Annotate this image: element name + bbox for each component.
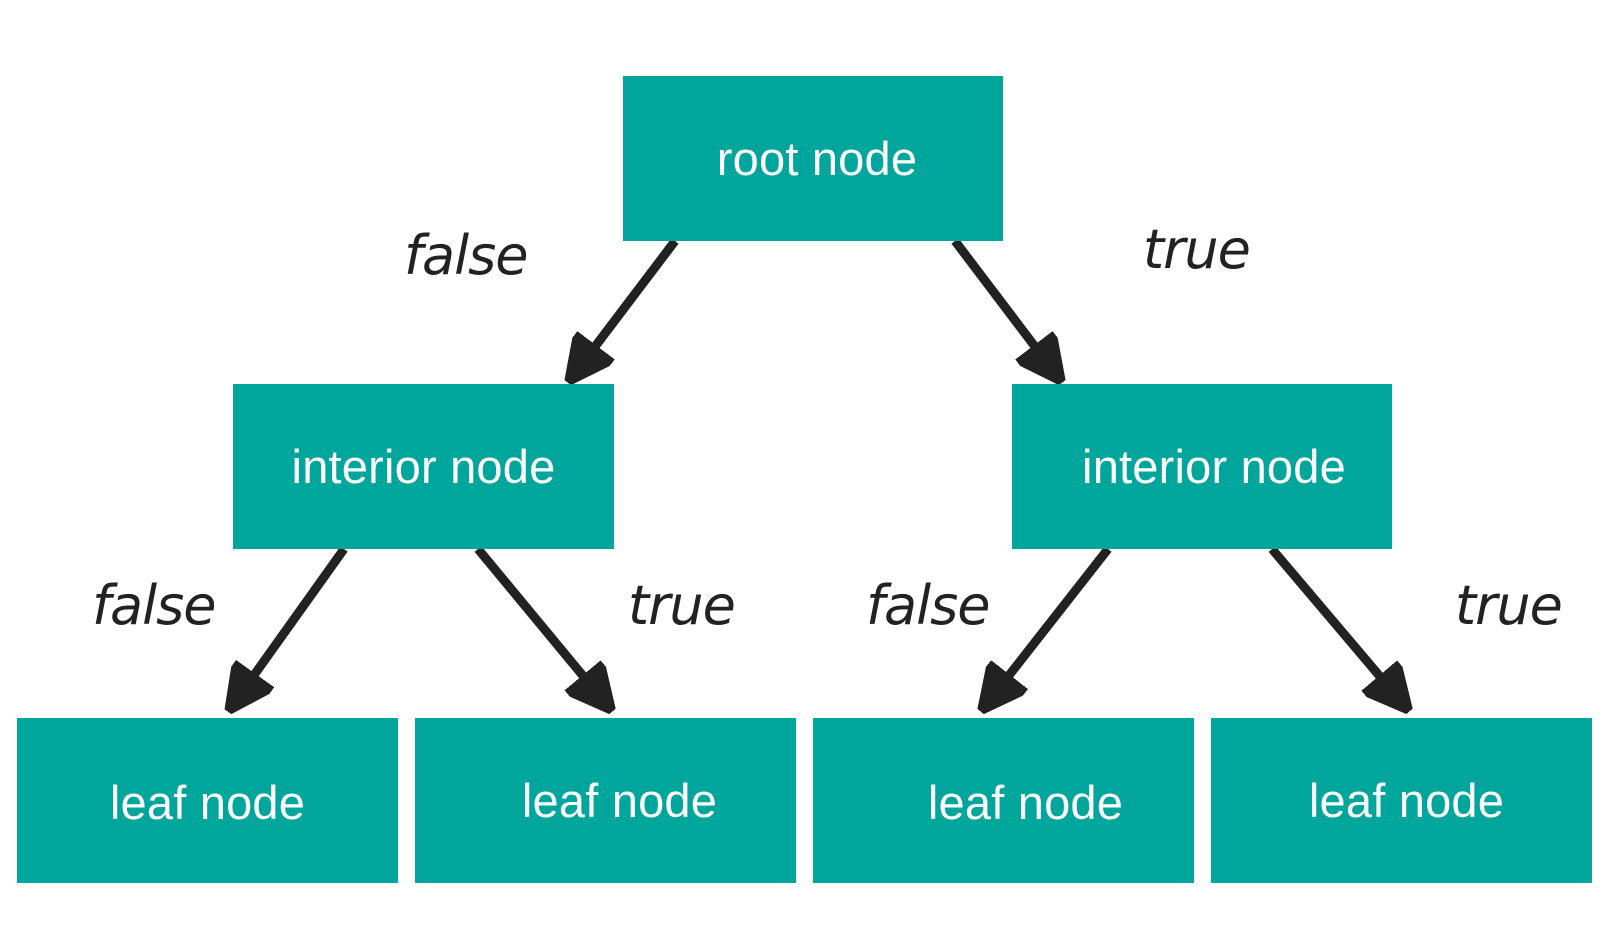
- edge-label-root-false: false: [404, 224, 528, 287]
- arrow-interior-left-to-leaf-1: [232, 546, 348, 706]
- arrow-interior-right-to-leaf-4: [1268, 546, 1405, 706]
- root-node: root node: [623, 76, 1003, 241]
- interior-node-left: interior node: [233, 384, 614, 549]
- arrow-interior-left-to-leaf-2: [474, 546, 608, 706]
- leaf-node-3: leaf node: [813, 718, 1194, 883]
- interior-node-left-label: interior node: [291, 440, 556, 493]
- root-node-label: root node: [716, 132, 918, 185]
- leaf-node-2: leaf node: [415, 718, 796, 883]
- arrow-interior-right-to-leaf-3: [985, 546, 1112, 706]
- edge-label-root-true: true: [1143, 218, 1251, 281]
- arrow-root-to-interior-left: [572, 238, 679, 377]
- leaf-node-1-label: leaf node: [109, 776, 306, 829]
- edge-label-interior-right-false: false: [866, 574, 990, 637]
- leaf-node-4-label: leaf node: [1308, 774, 1505, 827]
- leaf-node-4: leaf node: [1211, 718, 1592, 883]
- arrow-root-to-interior-right: [951, 238, 1058, 377]
- edge-label-interior-right-true: true: [1455, 574, 1563, 637]
- edge-label-interior-left-false: false: [92, 574, 216, 637]
- leaf-node-1: leaf node: [17, 718, 398, 883]
- edge-label-interior-left-true: true: [628, 574, 736, 637]
- leaf-node-2-label: leaf node: [521, 774, 718, 827]
- leaf-node-3-label: leaf node: [927, 776, 1124, 829]
- interior-node-right: interior node: [1012, 384, 1392, 549]
- interior-node-right-label: interior node: [1082, 440, 1346, 493]
